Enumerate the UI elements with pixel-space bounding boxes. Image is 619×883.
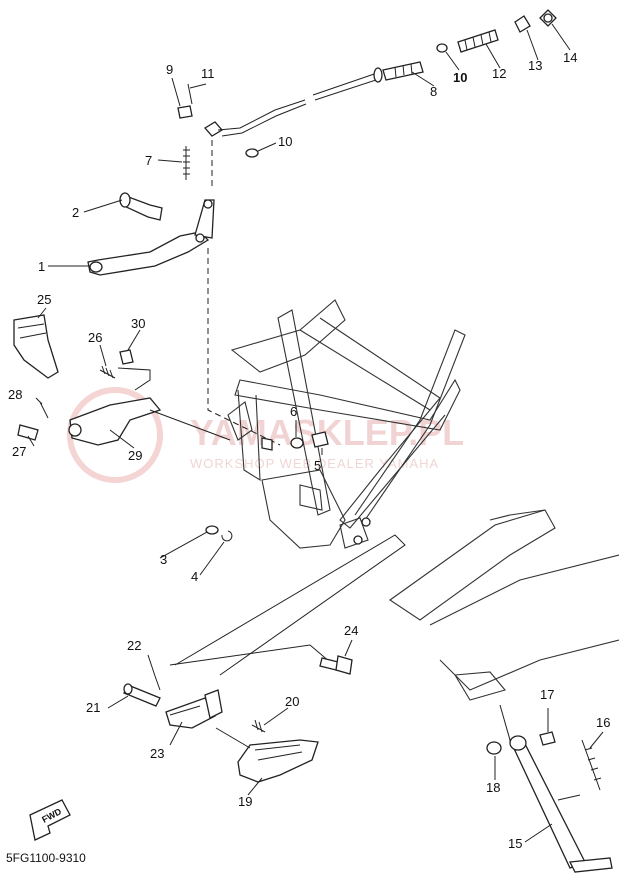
part-label-29: 29 xyxy=(128,448,142,463)
watermark-subtitle: WORKSHOP WEB DEALER YAMAHA xyxy=(190,456,439,471)
part-label-11: 11 xyxy=(201,66,215,81)
part-label-2: 2 xyxy=(72,205,79,220)
part-label-26: 26 xyxy=(88,330,102,345)
part-label-18: 18 xyxy=(486,780,500,795)
part-label-4: 4 xyxy=(191,569,198,584)
part-label-9: 9 xyxy=(166,62,173,77)
sidestand-assembly xyxy=(486,704,613,873)
part-label-10b: 10 xyxy=(453,70,467,85)
part-label-25: 25 xyxy=(37,292,51,307)
part-label-1: 1 xyxy=(38,259,45,274)
part-label-7: 7 xyxy=(145,153,152,168)
part-label-20: 20 xyxy=(285,694,299,709)
part-label-10a: 10 xyxy=(278,134,292,149)
diagram-code: 5FG1100-9310 xyxy=(6,851,86,865)
part-label-8: 8 xyxy=(430,84,437,99)
part-label-3: 3 xyxy=(160,552,167,567)
part-label-13: 13 xyxy=(528,58,542,73)
part-label-12: 12 xyxy=(492,66,506,81)
part-label-6: 6 xyxy=(290,404,297,419)
watermark-logo xyxy=(67,387,163,483)
exhaust-outline xyxy=(389,509,619,701)
leader-lines xyxy=(27,23,604,843)
part-label-23: 23 xyxy=(150,746,164,761)
part-labels: 1 2 3 4 5 6 7 8 9 10 10 11 12 13 14 15 1… xyxy=(8,50,610,851)
part-label-16: 16 xyxy=(596,715,610,730)
brake-pedal-assembly xyxy=(87,9,557,446)
part-label-22: 22 xyxy=(127,638,141,653)
bracket-bolts xyxy=(205,431,329,542)
part-label-15: 15 xyxy=(508,836,522,851)
part-label-28: 28 xyxy=(8,387,22,402)
part-label-21: 21 xyxy=(86,700,100,715)
part-label-19: 19 xyxy=(238,794,252,809)
frame-outline xyxy=(227,299,466,549)
fwd-arrow: FWD xyxy=(29,799,71,841)
footrest-bracket-assembly xyxy=(13,314,231,446)
part-label-17: 17 xyxy=(540,687,554,702)
part-label-30: 30 xyxy=(131,316,145,331)
part-label-14: 14 xyxy=(563,50,577,65)
lower-footrest-assembly xyxy=(123,534,406,783)
part-label-27: 27 xyxy=(12,444,26,459)
part-label-24: 24 xyxy=(344,623,358,638)
part-label-5: 5 xyxy=(314,458,321,473)
